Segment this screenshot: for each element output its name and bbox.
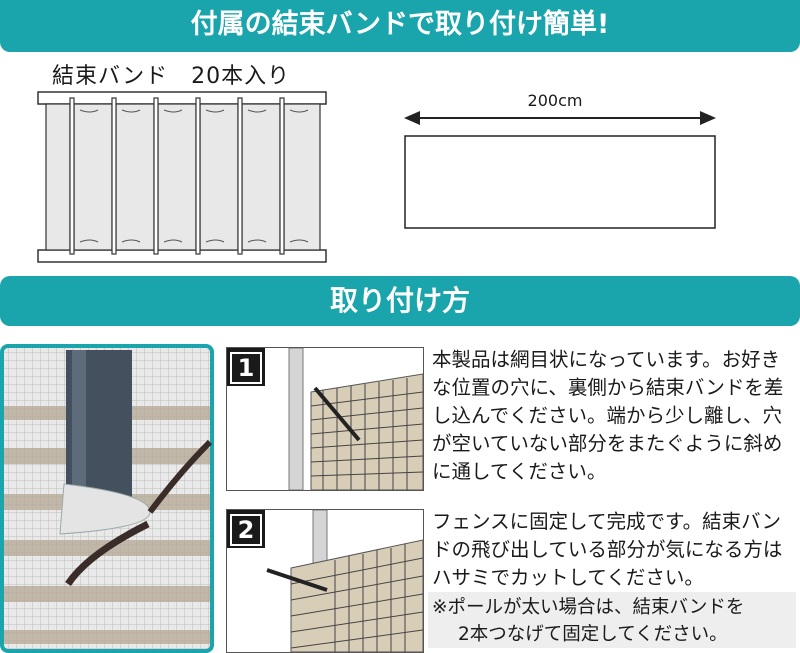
feature-banner-title: 付属の結束バンドで取り付け簡単! — [190, 9, 610, 40]
note-line-1: ※ポールが太い場合は、結束バンドを — [432, 597, 745, 618]
step-1-illustration: 1 — [226, 347, 424, 491]
dimension-diagram — [404, 111, 716, 229]
feature-banner: 付属の結束バンドで取り付け簡単! — [0, 0, 800, 52]
step-2-illustration: 2 — [226, 509, 424, 653]
note-box: ※ポールが太い場合は、結束バンドを 2本つなげて固定してください。 — [428, 592, 796, 648]
installation-photo — [0, 344, 214, 653]
install-banner: 取り付け方 — [0, 276, 800, 326]
step-2-badge: 2 — [227, 510, 265, 548]
width-label: 200cm — [527, 91, 583, 110]
step-1-badge: 1 — [227, 348, 265, 386]
note-line-2: 2本つなげて固定してください。 — [458, 624, 728, 645]
install-banner-title: 取り付け方 — [329, 284, 470, 317]
step-2-text: フェンスに固定して完成です。結束バンドの飛び出している部分が気になる方はハサミで… — [432, 510, 783, 589]
band-label: 結束バンド 20本入り — [52, 64, 291, 89]
step-1-text: 本製品は網目状になっています。お好きな位置の穴に、裏側から結束バンドを差し込んで… — [432, 348, 784, 483]
cable-tie-pack-illustration — [37, 91, 327, 263]
